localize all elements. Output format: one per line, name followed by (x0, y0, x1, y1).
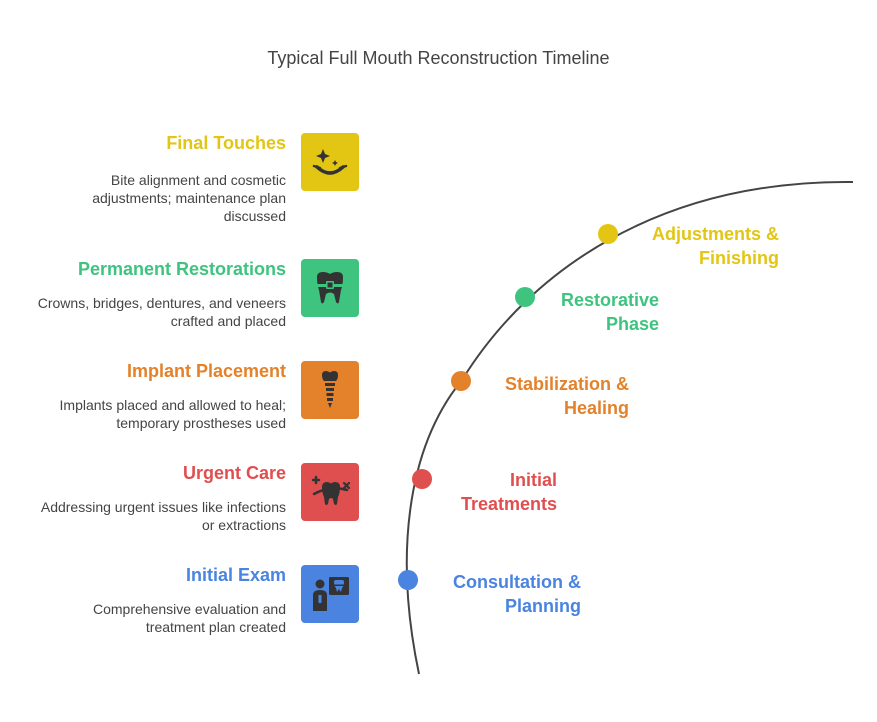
marker-restorative-phase (515, 287, 535, 307)
diagram-title: Typical Full Mouth Reconstruction Timeli… (267, 48, 610, 68)
sparkle-smile-icon (301, 133, 359, 191)
phase-label-line2: Planning (505, 596, 581, 616)
step-desc-implant-placement: Implants placed and allowed to heal; tem… (59, 397, 286, 431)
phase-label-consultation-planning: Consultation & Planning (453, 570, 581, 618)
step-desc-permanent-restorations: Crowns, bridges, dentures, and veneers c… (37, 295, 286, 329)
phase-label-line1: Adjustments & (651, 224, 779, 244)
phase-label-line1: Restorative (560, 290, 659, 310)
step-title-final-touches: Final Touches (166, 133, 286, 153)
phase-label-line2: Phase (605, 314, 659, 334)
marker-initial-treatments (412, 469, 432, 489)
phase-label-line2: Finishing (699, 248, 779, 268)
step-title-implant-placement: Implant Placement (126, 361, 286, 381)
marker-consultation-planning (398, 570, 418, 590)
tooth-braces-icon (301, 259, 359, 317)
dentist-xray-icon (301, 565, 359, 623)
phase-label-stabilization-healing: Stabilization & Healing (505, 372, 629, 420)
phase-label-line1: Consultation & (453, 572, 581, 592)
tooth-care-icon (301, 463, 359, 521)
phase-label-initial-treatments: Initial Treatments (461, 468, 557, 516)
step-desc-initial-exam: Comprehensive evaluation and treatment p… (92, 601, 286, 635)
dental-implant-icon (301, 361, 359, 419)
marker-adjustments-finishing (598, 224, 618, 244)
phase-label-adjustments-finishing: Adjustments & Finishing (652, 222, 779, 270)
phase-label-restorative-phase: Restorative Phase (561, 288, 659, 336)
phase-label-line2: Treatments (460, 494, 557, 514)
timeline-arc (405, 180, 854, 675)
phase-label-line1: Stabilization & (504, 374, 629, 394)
step-desc-urgent-care: Addressing urgent issues like infections… (40, 499, 286, 533)
marker-stabilization-healing (451, 371, 471, 391)
step-desc-final-touches: Bite alignment and cosmetic adjustments;… (92, 172, 286, 224)
step-title-permanent-restorations: Permanent Restorations (77, 259, 286, 279)
phase-label-line2: Healing (563, 398, 629, 418)
phase-label-line1: Initial (509, 470, 557, 490)
step-title-initial-exam: Initial Exam (185, 565, 286, 585)
step-title-urgent-care: Urgent Care (182, 463, 286, 483)
